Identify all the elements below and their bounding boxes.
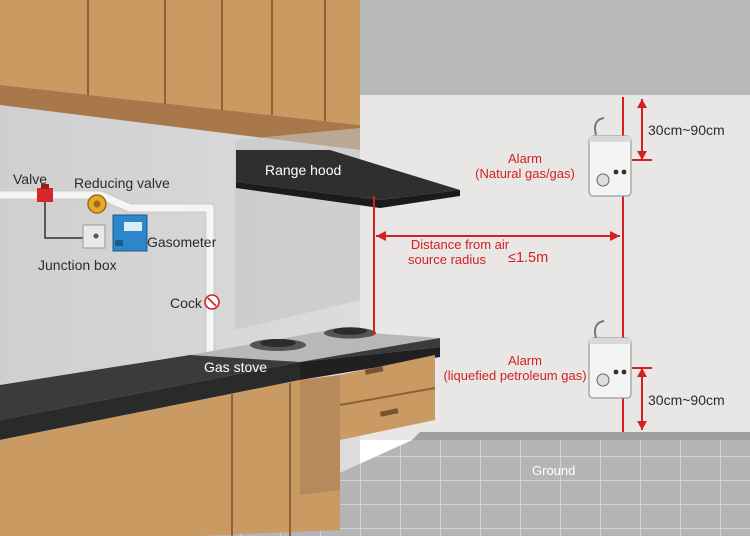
alarm-natural-gas-device bbox=[588, 117, 632, 197]
distance-label-line1: Distance from air bbox=[410, 237, 510, 252]
gas-stove-label: Gas stove bbox=[204, 359, 268, 375]
cock-label: Cock bbox=[170, 295, 202, 311]
height-top-label: 30cm~90cm bbox=[648, 122, 725, 138]
alarm-lpg-title: Alarm bbox=[508, 353, 542, 368]
ground-label: Ground bbox=[532, 463, 576, 478]
gasometer-icon bbox=[112, 214, 148, 252]
cock-icon bbox=[204, 294, 220, 310]
upper-cabinets bbox=[0, 0, 360, 150]
reducing-valve-label: Reducing valve bbox=[74, 175, 170, 191]
junction-box-label: Junction box bbox=[38, 257, 117, 273]
range-hood-label: Range hood bbox=[265, 162, 342, 178]
distance-value: ≤1.5m bbox=[508, 250, 549, 266]
valve-label: Valve bbox=[13, 171, 47, 187]
measurement-arrowheads bbox=[376, 99, 647, 430]
reducing-valve-icon bbox=[87, 194, 107, 214]
height-bottom-label: 30cm~90cm bbox=[648, 392, 725, 408]
alarm-lpg-device bbox=[588, 320, 632, 399]
distance-label-line2: source radius bbox=[407, 252, 487, 267]
lower-cabinets bbox=[0, 338, 440, 536]
gas-stove-icon bbox=[190, 327, 440, 362]
gasometer-label: Gasometer bbox=[147, 234, 217, 250]
ceiling bbox=[0, 0, 750, 95]
alarm-natural-type: (Natural gas/gas) bbox=[475, 166, 575, 181]
range-hood-icon bbox=[236, 150, 460, 208]
alarm-natural-title: Alarm bbox=[508, 151, 542, 166]
valve-icon bbox=[37, 184, 53, 202]
gas-pipe bbox=[0, 189, 216, 361]
alarm-lpg-type: (liquefied petroleum gas) bbox=[443, 368, 587, 383]
